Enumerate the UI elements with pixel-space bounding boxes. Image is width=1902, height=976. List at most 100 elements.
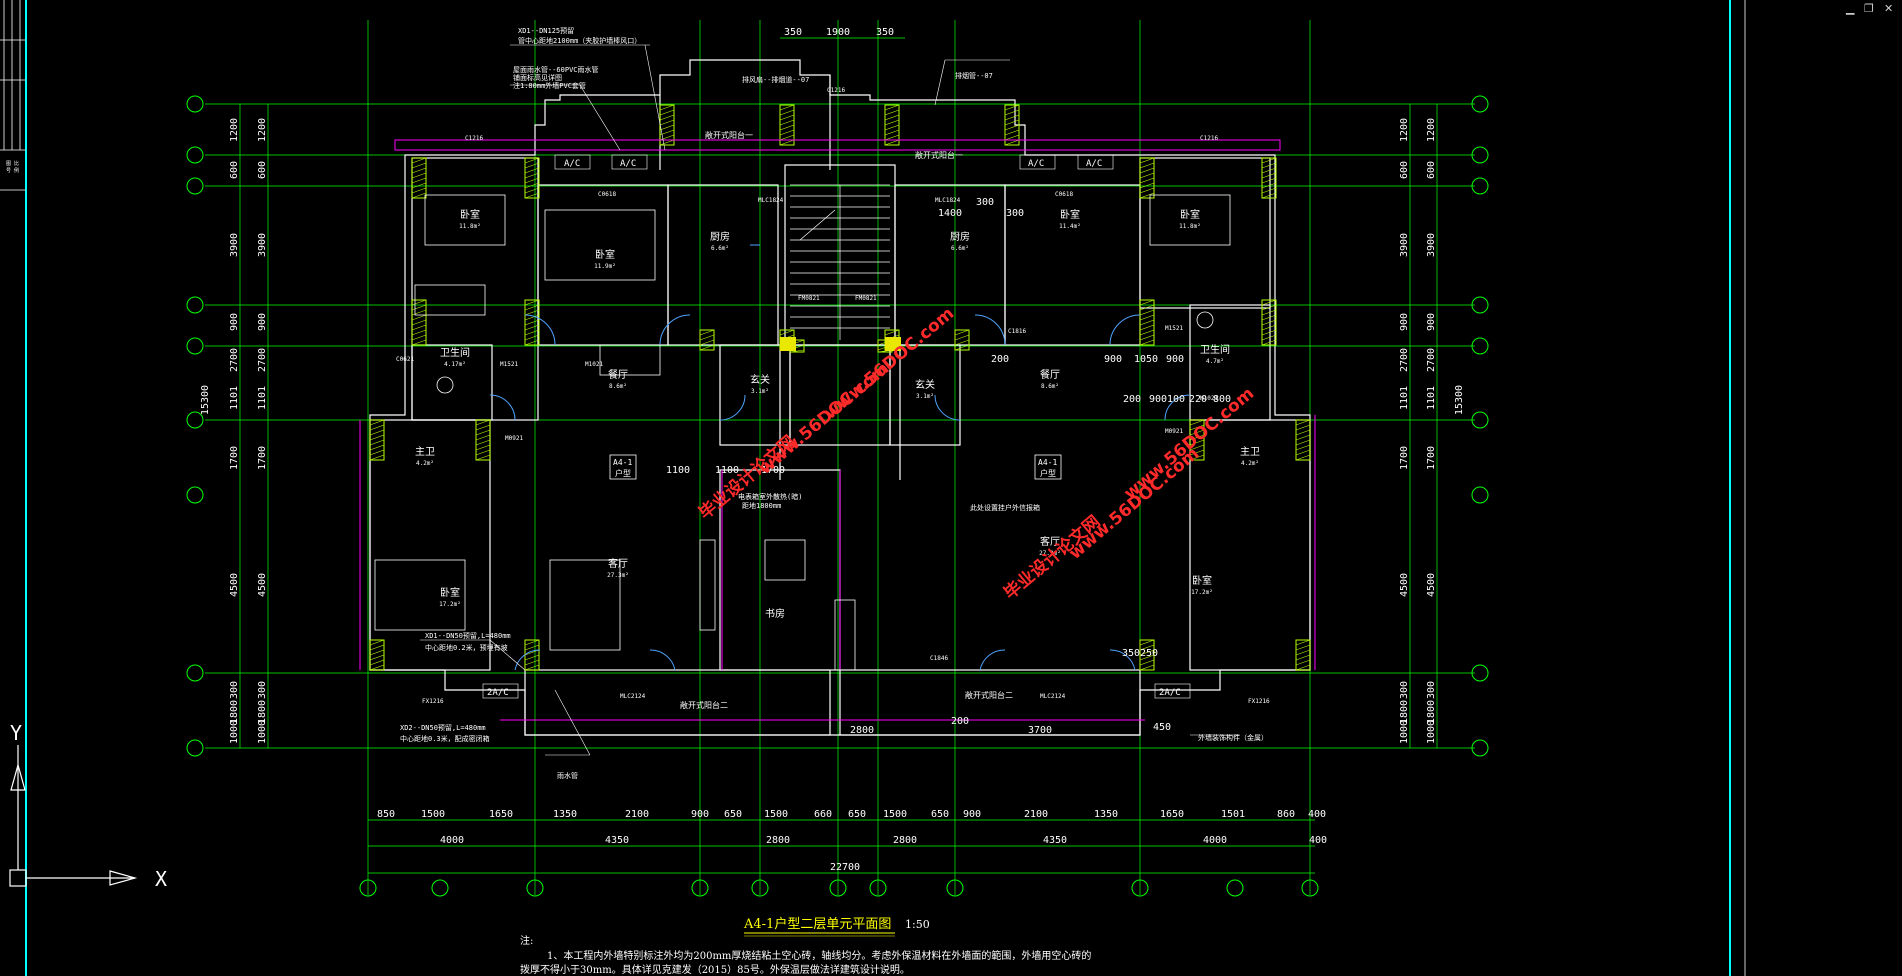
column-hatch: [1189, 449, 1205, 456]
close-button[interactable]: ✕: [1884, 2, 1894, 15]
dimension-text: 900100: [1149, 394, 1185, 405]
ac-label-6: 2A/C: [1159, 688, 1181, 698]
annotation-text: 排烟管--07: [955, 71, 993, 80]
column-hatch: [1295, 649, 1311, 656]
column-hatch: [411, 339, 427, 346]
column-hatch: [1189, 419, 1205, 426]
dimension-text: 1350: [1094, 809, 1118, 820]
side-strip-labels: 图 号 比 例: [6, 160, 19, 174]
dimension-text: 900: [1166, 354, 1184, 365]
dimension-text: 300: [257, 681, 268, 699]
svg-text:比: 比: [14, 160, 19, 167]
column-hatch: [1261, 304, 1277, 311]
window-tag: FM0821: [855, 295, 877, 302]
dimension-text: 1700: [761, 465, 785, 476]
column-hatch: [1295, 434, 1311, 441]
column-hatch: [1295, 639, 1311, 646]
dimension-text: 900: [1399, 313, 1410, 331]
annotation-text: 雨水管: [557, 771, 578, 780]
column-hatch: [524, 644, 540, 651]
column-hatch: [1261, 167, 1277, 174]
washbasin-left: [436, 376, 454, 394]
balcony-label-bottom-right: 敞开式阳台二: [965, 690, 1013, 700]
drawing-title-block: A4-1户型二层单元平面图 1:50: [743, 916, 930, 937]
dimension-text: 1700: [1399, 446, 1410, 470]
drawing-title: A4-1户型二层单元平面图: [743, 916, 891, 932]
dimension-text: 2700: [1399, 348, 1410, 372]
column-hatch: [411, 167, 427, 174]
dimension-text: 1200: [1426, 118, 1437, 142]
column-hatch: [1261, 192, 1277, 199]
window-tag: M0921: [505, 435, 523, 442]
room-area: 6.6m²: [711, 245, 729, 252]
dimension-text: 1700: [229, 446, 240, 470]
dimension-text: 1500: [883, 809, 907, 820]
room-area: 27.3m²: [1039, 550, 1061, 557]
wall-master-left: [369, 419, 491, 671]
column-hatch: [524, 339, 540, 346]
drawing-frame: [0, 0, 1746, 976]
dimension-text: 2700: [257, 348, 268, 372]
room-area: 11.4m²: [1059, 223, 1081, 230]
svg-text:例: 例: [14, 167, 19, 174]
column-hatch: [411, 324, 427, 331]
balcony-label-top-right: 敞开式阳台一: [915, 150, 963, 160]
ucs-icon: [9, 745, 138, 887]
grid-bubble: [186, 486, 204, 504]
annotation-text: 外墙装饰构件（金属）: [1198, 733, 1268, 742]
column-hatch: [1139, 314, 1155, 321]
svg-text:图: 图: [6, 161, 11, 167]
dimension-text: 1000: [1399, 720, 1410, 744]
column-hatch: [411, 192, 427, 199]
column-hatch: [1004, 114, 1020, 121]
room-area: 3.1m²: [916, 393, 934, 400]
column-hatch: [699, 344, 715, 351]
column-hatch: [1295, 644, 1311, 651]
restore-button[interactable]: ❐: [1864, 2, 1874, 15]
grid-bubble: [1301, 879, 1319, 897]
column-hatch: [475, 429, 491, 436]
dimension-text: 4500: [1399, 573, 1410, 597]
column-hatch: [884, 329, 900, 336]
column-hatch: [524, 299, 540, 306]
column-hatch: [1189, 424, 1205, 431]
window-tag: MLC1824: [935, 197, 961, 204]
dimension-text: 220 800: [1189, 394, 1231, 405]
dimension-text: 1000: [1426, 720, 1437, 744]
column-hatch: [524, 304, 540, 311]
column-hatch: [884, 104, 900, 111]
window-tag: C0618: [1055, 191, 1073, 198]
column-hatch: [699, 334, 715, 341]
dimension-text: 1200: [1399, 118, 1410, 142]
window-tag: M1021: [1200, 395, 1218, 402]
dimension-text: 1101: [1399, 386, 1410, 410]
column-hatch: [1139, 334, 1155, 341]
room-area: 8.6m²: [1041, 383, 1059, 390]
grid-bubble: [186, 296, 204, 314]
column-hatch: [1139, 329, 1155, 336]
column-hatch: [524, 664, 540, 671]
stair-arrow: [799, 209, 836, 241]
grid-bubble: [186, 95, 204, 113]
drawing-notes: 注: 1、本工程内外墙特别标注外均为200mm厚烧结粘土空心砖，轴线均分。考虑外…: [520, 934, 1091, 976]
ac-label-5: 2A/C: [487, 688, 509, 698]
dimension-text: 15300: [1454, 385, 1465, 415]
column-hatch: [1004, 124, 1020, 131]
column-hatch: [524, 167, 540, 174]
grid-bubble: [1471, 486, 1489, 504]
minimize-button[interactable]: ▁: [1846, 2, 1855, 15]
column-hatch: [475, 454, 491, 461]
column-hatch: [411, 334, 427, 341]
room-area: 4.17m²: [444, 361, 466, 368]
column-hatch: [1261, 339, 1277, 346]
column-hatch: [1139, 304, 1155, 311]
room-name: 客厅: [1040, 535, 1060, 548]
dimension-text: 4500: [229, 573, 240, 597]
window-tag: C0621: [396, 356, 414, 363]
dining-table-left: [599, 344, 661, 376]
annotation-text: 中心距地0.3米，配成密闭箱: [400, 734, 490, 743]
column-hatch: [411, 319, 427, 326]
dimension-text: 4350: [605, 835, 629, 846]
